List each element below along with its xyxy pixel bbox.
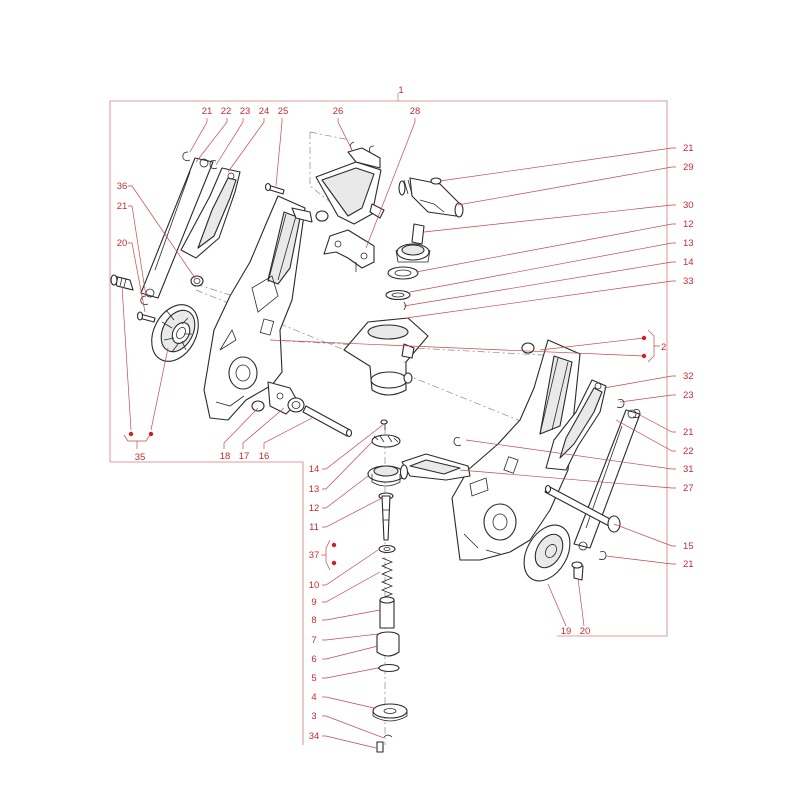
plug-20 bbox=[110, 274, 134, 291]
callout-20: 20 bbox=[580, 626, 591, 637]
callout-22: 22 bbox=[221, 106, 232, 117]
callout-37: 37 bbox=[309, 550, 320, 561]
callout-6: 6 bbox=[311, 654, 316, 665]
callout-2: 2 bbox=[661, 342, 666, 353]
assembly-frame bbox=[109, 93, 668, 745]
callout-32: 32 bbox=[683, 371, 694, 382]
callout-27: 27 bbox=[683, 483, 694, 494]
callout-5: 5 bbox=[311, 673, 316, 684]
callout-23: 23 bbox=[240, 106, 251, 117]
callout-3: 3 bbox=[311, 711, 316, 722]
callout-24: 24 bbox=[259, 106, 270, 117]
callout-26: 26 bbox=[333, 106, 344, 117]
screw-left-wheel bbox=[136, 311, 156, 323]
screw-25 bbox=[264, 182, 285, 195]
callout-36: 36 bbox=[117, 181, 128, 192]
cam-17-18 bbox=[251, 381, 305, 415]
callout-8: 8 bbox=[311, 615, 316, 626]
frame-right bbox=[451, 339, 581, 561]
callout-21: 21 bbox=[683, 143, 694, 154]
callout-31: 31 bbox=[683, 464, 694, 475]
callout-28: 28 bbox=[410, 106, 421, 117]
valve-29 bbox=[398, 177, 464, 218]
callout-17: 17 bbox=[239, 451, 250, 462]
callout-15: 15 bbox=[683, 541, 694, 552]
callout-7: 7 bbox=[311, 635, 316, 646]
callout-21: 21 bbox=[683, 427, 694, 438]
vertical-stack bbox=[367, 419, 408, 753]
callout-21: 21 bbox=[202, 106, 213, 117]
callout-labels: 1 21 22 23 24 25 26 28 36 21 20 35 18 17… bbox=[117, 85, 694, 742]
lever-27 bbox=[399, 437, 471, 481]
callout-19: 19 bbox=[561, 626, 572, 637]
washers-top bbox=[385, 266, 419, 311]
callout-29: 29 bbox=[683, 162, 694, 173]
callout-22: 22 bbox=[683, 446, 694, 457]
wheel-right bbox=[523, 524, 571, 582]
clips-left bbox=[140, 151, 218, 306]
hopper-33 bbox=[343, 317, 429, 396]
screw-20-right bbox=[571, 561, 584, 581]
callout-13: 13 bbox=[683, 238, 694, 249]
callout-34: 34 bbox=[309, 731, 320, 742]
callout-14: 14 bbox=[683, 257, 694, 268]
wheel-left bbox=[151, 304, 199, 362]
callout-13: 13 bbox=[309, 484, 320, 495]
callout-11: 11 bbox=[309, 522, 319, 533]
bushing-36 bbox=[190, 275, 204, 287]
funnel-26 bbox=[315, 141, 385, 225]
callout-4: 4 bbox=[311, 692, 316, 703]
callout-25: 25 bbox=[278, 106, 289, 117]
spigot-30 bbox=[395, 223, 431, 263]
callout-12: 12 bbox=[683, 219, 694, 230]
callout-10: 10 bbox=[309, 580, 320, 591]
plate-left bbox=[180, 167, 241, 259]
callout-1: 1 bbox=[398, 85, 403, 96]
callout-12: 12 bbox=[309, 503, 320, 514]
frame-left bbox=[203, 195, 329, 421]
bracket-28 bbox=[323, 229, 375, 272]
marker-dots bbox=[128, 335, 647, 566]
callout-30: 30 bbox=[683, 200, 694, 211]
callout-33: 33 bbox=[683, 276, 694, 287]
callout-21: 21 bbox=[683, 559, 694, 570]
callout-21: 21 bbox=[117, 201, 128, 212]
callout-16: 16 bbox=[259, 451, 270, 462]
leader-lines bbox=[121, 118, 676, 749]
callout-20: 20 bbox=[117, 238, 128, 249]
lever-left bbox=[140, 157, 214, 299]
plate-right bbox=[545, 379, 607, 471]
callout-14: 14 bbox=[309, 464, 320, 475]
callout-9: 9 bbox=[311, 597, 316, 608]
callout-23: 23 bbox=[683, 390, 694, 401]
pin-16 bbox=[302, 405, 353, 438]
callout-35: 35 bbox=[135, 452, 146, 463]
callout-18: 18 bbox=[220, 451, 231, 462]
